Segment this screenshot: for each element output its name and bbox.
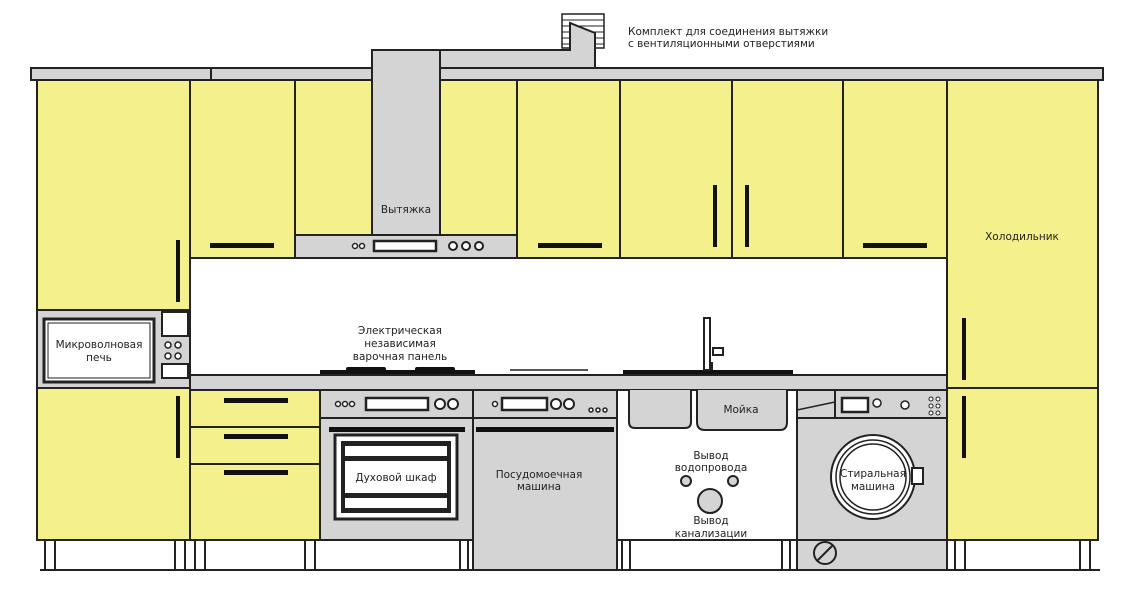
- top-board-right: [426, 67, 1104, 81]
- faucet-icon: [623, 317, 793, 376]
- hob-label-3: варочная панель: [353, 351, 447, 363]
- sink-cabinet: [616, 389, 798, 541]
- hob-label-2: независимая: [364, 338, 436, 350]
- duct-kit-label-1: Комплект для соединения вытяжки: [628, 26, 828, 38]
- duct-kit-label-2: с вентиляционными отверстиями: [628, 38, 815, 50]
- water-outlet-label-1: Вывод: [693, 450, 728, 462]
- tall-cabinet-left: [36, 79, 191, 541]
- sewer-outlet-label-2: канализации: [675, 528, 747, 540]
- dishwasher: [472, 389, 618, 571]
- top-board-center: [210, 67, 389, 81]
- washer-label-2: машина: [851, 481, 895, 493]
- drawer-unit: [189, 389, 321, 541]
- backsplash: [189, 257, 948, 376]
- washer-label-1: Стиральная: [840, 468, 906, 480]
- water-outlet-label-2: водопровода: [675, 462, 748, 474]
- top-board-left: [30, 67, 212, 81]
- fridge-label: Холодильник: [985, 231, 1059, 243]
- hob: [320, 367, 588, 376]
- dishwasher-label-1: Посудомоечная: [496, 469, 583, 481]
- hob-label-1: Электрическая: [358, 325, 442, 337]
- washing-machine: [796, 389, 948, 571]
- hood-label: Вытяжка: [381, 204, 431, 216]
- hood-panel: [294, 234, 518, 259]
- upper-cabinets: [189, 79, 948, 259]
- countertop: [189, 374, 948, 391]
- oven-label: Духовой шкаф: [355, 472, 436, 484]
- microwave-label-1: Микроволновая: [56, 339, 143, 351]
- microwave-label-2: печь: [86, 352, 112, 364]
- dishwasher-label-2: машина: [517, 481, 561, 493]
- fridge: [946, 79, 1099, 541]
- oven: [319, 389, 474, 541]
- sink-label: Мойка: [723, 404, 758, 416]
- sewer-outlet-label-1: Вывод: [693, 515, 728, 527]
